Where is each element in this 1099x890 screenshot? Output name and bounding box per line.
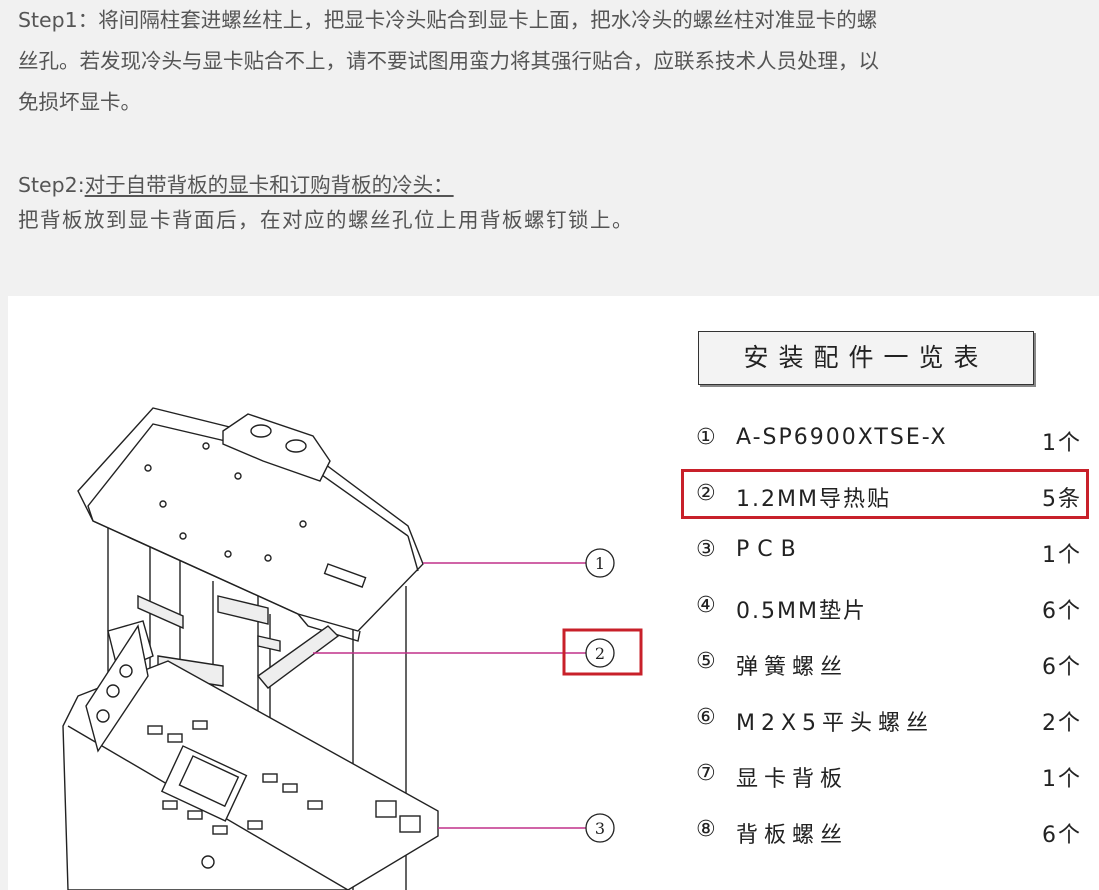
step1-line-2: 丝孔。若发现冷头与显卡贴合不上，请不要试图用蛮力将其强行贴合，应联系技术人员处理…	[18, 49, 879, 73]
part-name: M2X5平头螺丝	[736, 711, 935, 736]
step1-line-1: Step1：将间隔柱套进螺丝柱上，把显卡冷头贴合到显卡上面，把水冷头的螺丝柱对准…	[18, 8, 878, 32]
step2-text: 把背板放到显卡背面后，在对应的螺丝孔位上用背板螺钉锁上。	[18, 208, 634, 232]
diagram-panel: 1 2 3 安装配件一览表 ① A-SP6900XTSE-X 1个 ② 1.2M…	[8, 296, 1099, 890]
callout-1-marker	[585, 548, 615, 578]
part-name: 显卡背板	[736, 767, 849, 792]
part-qty: 6个	[1042, 599, 1082, 624]
part-2-highlight	[681, 469, 1089, 519]
callout-1-label: 1	[595, 554, 605, 573]
step1-text: Step1：将间隔柱套进螺丝柱上，把显卡冷头贴合到显卡上面，把水冷头的螺丝柱对准…	[18, 0, 879, 123]
part-name: 0.5MM垫片	[736, 599, 867, 624]
part-qty: 6个	[1042, 823, 1082, 848]
part-number: ⑤	[696, 649, 716, 674]
part-row-1: ① A-SP6900XTSE-X 1个	[696, 413, 1096, 469]
part-row-8: ⑧ 背板螺丝 6个	[696, 805, 1096, 861]
part-qty: 1个	[1042, 767, 1082, 792]
callout-markers	[585, 548, 615, 843]
callout-2-marker	[585, 638, 615, 668]
part-number: ①	[696, 425, 716, 450]
parts-table-title: 安装配件一览表	[698, 331, 1034, 385]
part-qty: 6个	[1042, 655, 1082, 680]
part-name: 1.2MM导热贴	[736, 487, 891, 512]
callout-2-highlight	[562, 628, 643, 676]
step1-line-3: 免损坏显卡。	[18, 90, 141, 114]
part-row-5: ⑤ 弹簧螺丝 6个	[696, 637, 1096, 693]
instructions-section: Step1：将间隔柱套进螺丝柱上，把显卡冷头贴合到显卡上面，把水冷头的螺丝柱对准…	[0, 0, 1099, 296]
part-row-3: ③ PCB 1个	[696, 525, 1096, 581]
part-row-2: ② 1.2MM导热贴 5条	[696, 469, 1096, 525]
part-qty: 1个	[1042, 543, 1082, 568]
part-name: PCB	[736, 537, 804, 562]
parts-list: ① A-SP6900XTSE-X 1个 ② 1.2MM导热贴 5条 ③ PCB …	[696, 413, 1096, 861]
part-row-6: ⑥ M2X5平头螺丝 2个	[696, 693, 1096, 749]
part-name: 弹簧螺丝	[736, 655, 849, 680]
part-number: ⑧	[696, 817, 716, 842]
callout-3-marker	[585, 813, 615, 843]
part-name: A-SP6900XTSE-X	[736, 425, 948, 450]
callout-3-label: 3	[595, 819, 605, 838]
step2-heading-text: 对于自带背板的显卡和订购背板的冷头：	[84, 173, 454, 197]
part-row-7: ⑦ 显卡背板 1个	[696, 749, 1096, 805]
part-qty: 5条	[1042, 487, 1082, 512]
exploded-view-diagram: 1 2 3	[62, 407, 643, 890]
step2-heading: Step2:对于自带背板的显卡和订购背板的冷头：	[18, 165, 454, 206]
part-qty: 2个	[1042, 711, 1082, 736]
part-row-4: ④ 0.5MM垫片 6个	[696, 581, 1096, 637]
part-number: ②	[696, 481, 716, 506]
part-number: ③	[696, 537, 716, 562]
part-number: ④	[696, 593, 716, 618]
step2-label: Step2:	[18, 173, 85, 197]
part-number: ⑥	[696, 705, 716, 730]
part-qty: 1个	[1042, 431, 1082, 456]
part-number: ⑦	[696, 761, 716, 786]
callout-2-label: 2	[595, 644, 605, 663]
part-name: 背板螺丝	[736, 823, 849, 848]
